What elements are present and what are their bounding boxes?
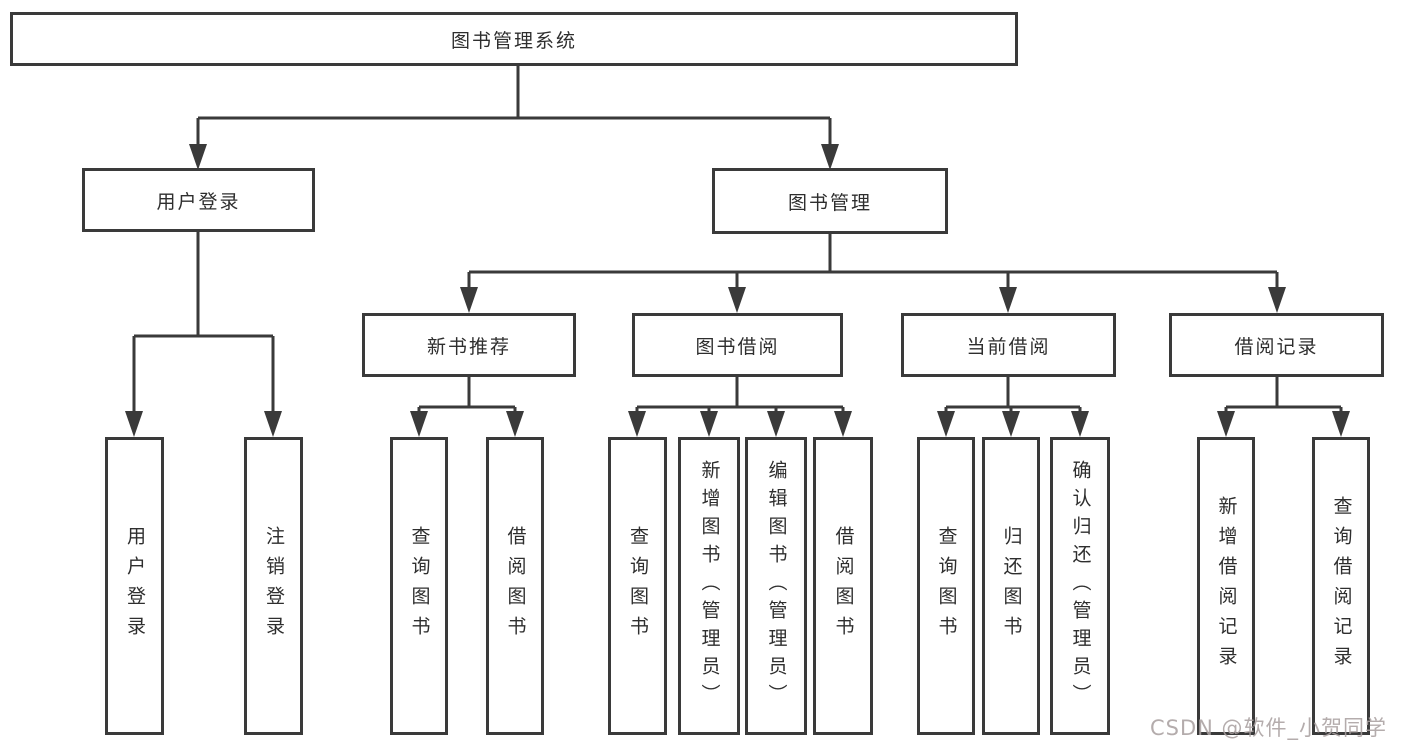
connector-root-to-branches: [196, 66, 832, 146]
arrowheads: [125, 144, 1350, 437]
arrow-down-icon: [999, 287, 1017, 313]
arrow-down-icon: [125, 411, 143, 437]
node-label: 图书管理: [787, 191, 872, 214]
leaf-current-confirm-return-admin: 确认归还（管理员）: [1050, 437, 1110, 735]
node-user-login-branch: 用户登录: [82, 168, 315, 232]
leaf-label: 归还图书: [1000, 526, 1023, 646]
leaf-records-query-record: 查询借阅记录: [1312, 437, 1370, 735]
node-book-management-branch: 图书管理: [712, 168, 948, 234]
leaf-recommend-query-books: 查询图书: [390, 437, 448, 735]
arrow-down-icon: [1268, 287, 1286, 313]
leaf-borrowing-borrow-books: 借阅图书: [813, 437, 873, 735]
arrow-down-icon: [628, 411, 646, 437]
csdn-watermark: CSDN @软件_小贺同学: [1150, 716, 1388, 740]
leaf-borrowing-edit-books-admin: 编辑图书（管理员）: [745, 437, 807, 735]
node-borrowing-records: 借阅记录: [1169, 313, 1384, 377]
leaf-label: 注销登录: [263, 526, 285, 646]
node-root-label: 图书管理系统: [450, 29, 577, 52]
arrow-down-icon: [264, 411, 282, 437]
leaf-borrowing-add-books-admin: 新增图书（管理员）: [678, 437, 740, 735]
node-book-borrowing: 图书借阅: [632, 313, 843, 377]
arrow-down-icon: [821, 144, 839, 170]
leaf-records-add-record: 新增借阅记录: [1197, 437, 1255, 735]
leaf-borrowing-query-books: 查询图书: [608, 437, 667, 735]
leaf-label: 查询图书: [627, 526, 649, 646]
node-label: 新书推荐: [426, 335, 511, 358]
leaf-label: 查询图书: [935, 526, 958, 646]
leaf-user-login: 用户登录: [105, 437, 164, 735]
connector-borrowing-records-to-leaves: [1224, 377, 1343, 413]
leaf-label: 确认归还（管理员）: [1069, 460, 1092, 712]
arrow-down-icon: [460, 287, 478, 313]
arrow-down-icon: [767, 411, 785, 437]
connector-current-borrowing-to-leaves: [944, 377, 1082, 413]
connector-new-book-recommend-to-leaves: [417, 377, 517, 413]
node-label: 借阅记录: [1234, 335, 1319, 358]
arrow-down-icon: [1002, 411, 1020, 437]
leaf-recommend-borrow-books: 借阅图书: [486, 437, 544, 735]
arrow-down-icon: [189, 144, 207, 170]
leaf-logout-login: 注销登录: [244, 437, 303, 735]
node-root: 图书管理系统: [10, 12, 1018, 66]
leaf-label: 查询借阅记录: [1330, 496, 1353, 676]
node-new-book-recommend: 新书推荐: [362, 313, 576, 377]
arrow-down-icon: [1071, 411, 1089, 437]
arrow-down-icon: [1217, 411, 1235, 437]
arrow-down-icon: [937, 411, 955, 437]
node-current-borrowing: 当前借阅: [901, 313, 1116, 377]
leaf-current-return-books: 归还图书: [982, 437, 1040, 735]
node-label: 用户登录: [156, 190, 241, 213]
connector-book-management-to-sections: [467, 234, 1279, 288]
node-label: 当前借阅: [966, 335, 1051, 358]
leaf-label: 查询图书: [408, 526, 431, 646]
leaf-label: 新增图书（管理员）: [698, 460, 721, 712]
arrow-down-icon: [700, 411, 718, 437]
connector-user-login-to-leaves: [132, 232, 275, 413]
leaf-current-query-books: 查询图书: [917, 437, 975, 735]
arrow-down-icon: [728, 287, 746, 313]
connector-book-borrowing-to-leaves: [635, 377, 845, 413]
leaf-label: 新增借阅记录: [1215, 496, 1238, 676]
leaf-label: 编辑图书（管理员）: [765, 460, 788, 712]
arrow-down-icon: [506, 411, 524, 437]
leaf-label: 用户登录: [124, 526, 146, 646]
arrow-down-icon: [410, 411, 428, 437]
node-label: 图书借阅: [695, 335, 780, 358]
arrow-down-icon: [834, 411, 852, 437]
leaf-label: 借阅图书: [504, 526, 527, 646]
leaf-label: 借阅图书: [832, 526, 855, 646]
arrow-down-icon: [1332, 411, 1350, 437]
